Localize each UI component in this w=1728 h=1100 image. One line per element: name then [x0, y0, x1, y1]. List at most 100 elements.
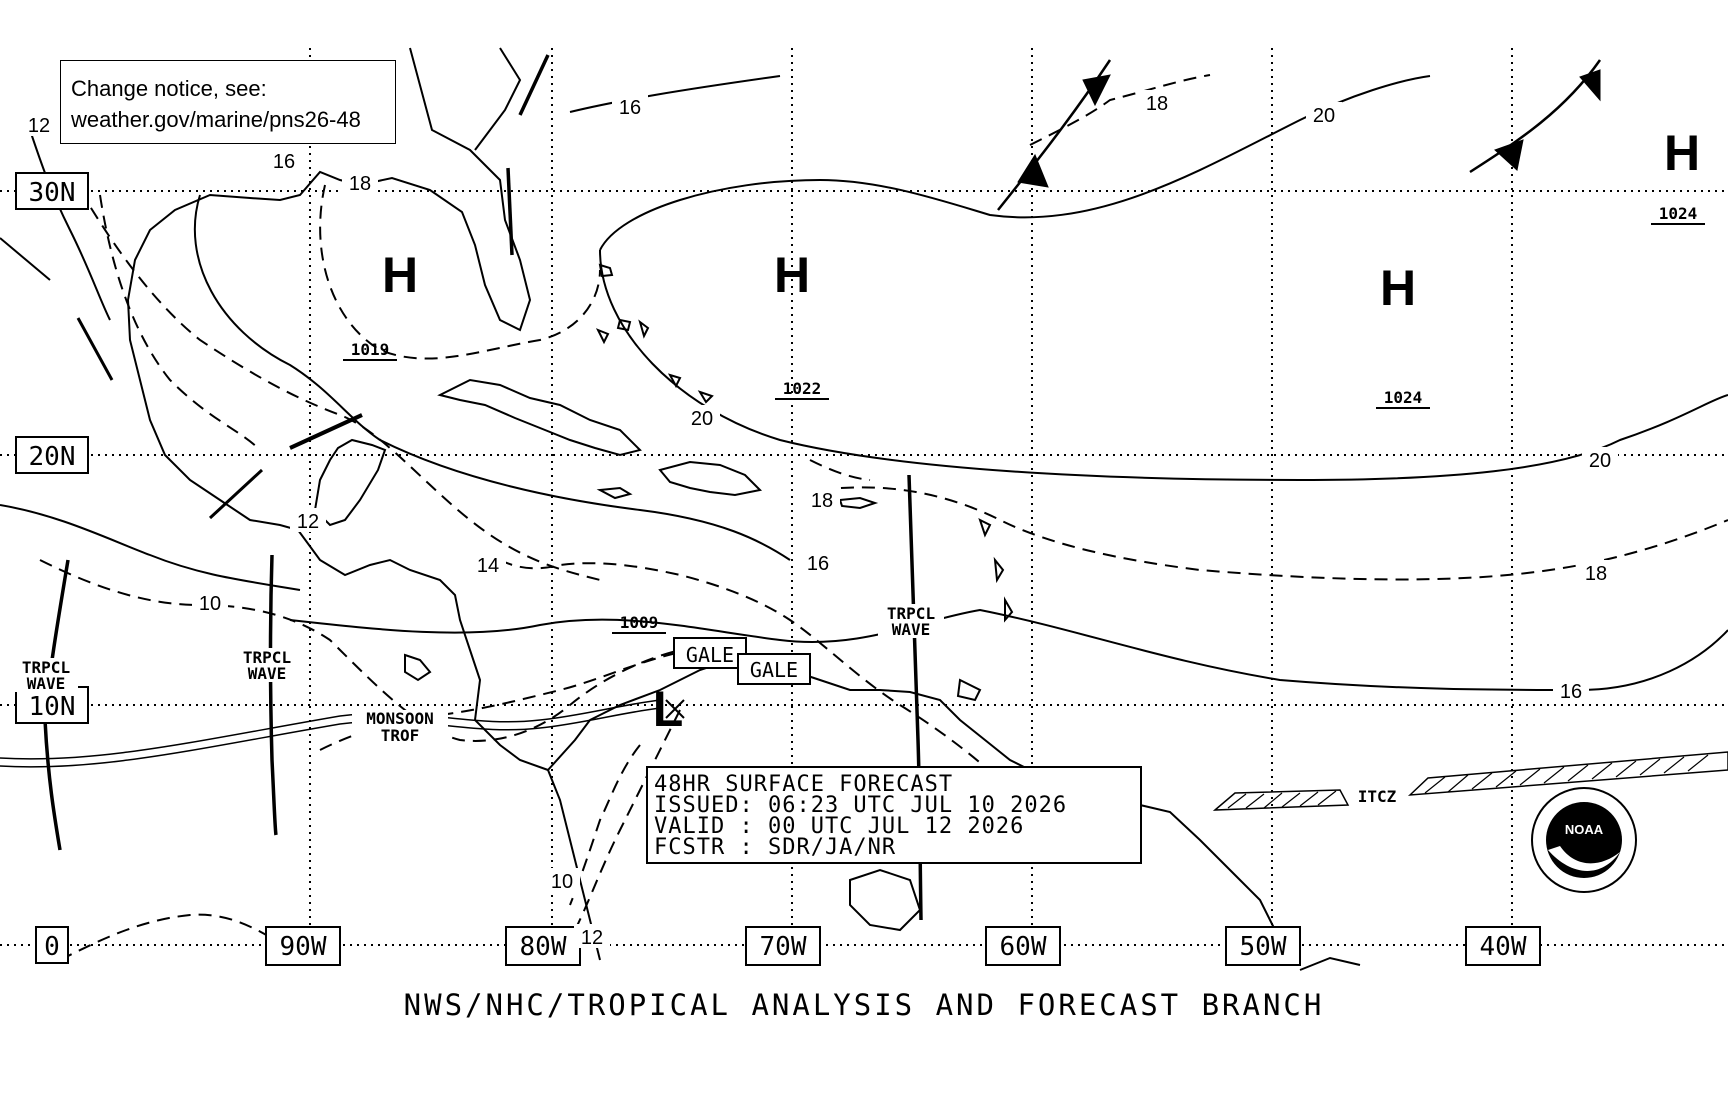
lat-label-text: 10N — [29, 692, 76, 722]
svg-text:12: 12 — [28, 115, 50, 137]
svg-text:18: 18 — [811, 490, 833, 512]
svg-text:18: 18 — [349, 173, 371, 195]
noaa-logo: NOAA — [1531, 787, 1637, 893]
gale-warnings: GALE GALE — [673, 637, 811, 685]
svg-text:16: 16 — [273, 151, 295, 173]
svg-text:TRPCL: TRPCL — [22, 658, 70, 677]
pressure-value: 1019 — [351, 340, 390, 359]
high-center-gulf: H 1019 — [343, 247, 418, 361]
pressure-value: 1009 — [620, 613, 659, 632]
svg-text:20: 20 — [1313, 105, 1335, 127]
latitude-labels: 30N 20N 10N 0 — [15, 172, 89, 964]
isobar-label: 12 — [22, 112, 56, 137]
svg-text:TRPCL: TRPCL — [887, 604, 935, 623]
lon-label-60w: 60W — [985, 926, 1061, 966]
svg-text:10: 10 — [551, 871, 573, 893]
svg-text:ITCZ: ITCZ — [1358, 787, 1397, 806]
lon-label-text: 40W — [1480, 932, 1527, 962]
isobar-label: 12 — [290, 508, 326, 533]
pressure-centers: H 1019 H 1022 H 1024 H 1024 L 1009 — [343, 125, 1705, 737]
isobar-label: 10 — [544, 868, 580, 893]
change-notice: Change notice, see: weather.gov/marine/p… — [60, 60, 396, 144]
isobar-label: 10 — [192, 590, 228, 615]
high-letter: H — [382, 247, 418, 303]
coastlines — [126, 47, 1361, 971]
isobar-label: 20 — [1306, 102, 1342, 127]
svg-text:14: 14 — [477, 555, 499, 577]
forecast-valid: VALID : 00 UTC JUL 12 2026 — [654, 814, 1025, 839]
svg-text:WAVE: WAVE — [892, 620, 931, 639]
longitude-labels: 90W 80W 70W 60W 50W 40W — [265, 926, 1541, 966]
svg-text:16: 16 — [1560, 681, 1582, 703]
tropical-wave-label-central: TRPCL WAVE — [234, 648, 300, 683]
lat-label-0: 0 — [35, 926, 69, 964]
svg-text:12: 12 — [581, 927, 603, 949]
gale-warning-box: GALE — [673, 637, 747, 669]
gale-warning-box: GALE — [737, 653, 811, 685]
high-center-atlantic-east: H 1024 — [1651, 125, 1705, 225]
isobar-labels: 12 16 18 16 18 20 20 20 18 18 16 16 14 1… — [22, 90, 1618, 949]
lon-label-text: 80W — [520, 932, 567, 962]
svg-text:12: 12 — [297, 511, 319, 533]
lat-label-text: 20N — [29, 442, 76, 472]
tropical-wave-label-west: TRPCL WAVE — [14, 658, 78, 693]
isobar-label: 20 — [1582, 447, 1618, 472]
lon-label-80w: 80W — [505, 926, 581, 966]
svg-text:WAVE: WAVE — [248, 664, 287, 683]
feature-labels: TRPCL WAVE TRPCL WAVE TRPCL WAVE MONSOON… — [14, 604, 1404, 806]
change-notice-line1: Change notice, see: — [71, 76, 267, 101]
forecast-title: 48HR SURFACE FORECAST — [654, 772, 954, 797]
svg-text:MONSOON: MONSOON — [366, 709, 433, 728]
svg-text:20: 20 — [1589, 450, 1611, 472]
isobar-label: 16 — [800, 550, 836, 575]
svg-text:18: 18 — [1146, 93, 1168, 115]
lon-label-50w: 50W — [1225, 926, 1301, 966]
high-center-atlantic-west: H 1022 — [774, 247, 829, 400]
tropical-wave-label-east: TRPCL WAVE — [878, 604, 944, 639]
high-letter: H — [774, 247, 810, 303]
svg-text:GALE: GALE — [750, 658, 798, 682]
lon-label-text: 60W — [1000, 932, 1047, 962]
isobar-label: 20 — [684, 405, 720, 430]
svg-text:16: 16 — [619, 97, 641, 119]
isobar-label: 18 — [342, 170, 378, 195]
svg-text:10: 10 — [199, 593, 221, 615]
isobar-label: 18 — [1578, 560, 1614, 585]
isobar-label: 18 — [1139, 90, 1175, 115]
lon-label-90w: 90W — [265, 926, 341, 966]
isobar-label: 16 — [266, 148, 302, 173]
pressure-value: 1024 — [1659, 204, 1698, 223]
lon-label-40w: 40W — [1465, 926, 1541, 966]
svg-text:20: 20 — [691, 408, 713, 430]
isobar-label: 16 — [1553, 678, 1589, 703]
isobar-label: 18 — [804, 487, 840, 512]
pressure-value: 1022 — [783, 379, 822, 398]
svg-text:TRPCL: TRPCL — [243, 648, 291, 667]
svg-text:18: 18 — [1585, 563, 1607, 585]
lat-label-text: 0 — [44, 932, 60, 962]
low-center-caribbean: L 1009 — [612, 613, 683, 737]
svg-text:16: 16 — [807, 553, 829, 575]
isobar-label: 14 — [470, 552, 506, 577]
monsoon-trough-label: MONSOON TROF — [352, 709, 448, 745]
lon-label-text: 90W — [280, 932, 327, 962]
high-letter: H — [1380, 260, 1416, 316]
lon-label-text: 70W — [760, 932, 807, 962]
forecast-forecaster: FCSTR : SDR/JA/NR — [654, 835, 897, 860]
lat-label-text: 30N — [29, 178, 76, 208]
svg-text:L: L — [653, 681, 684, 737]
isobar-label: 12 — [574, 924, 610, 949]
svg-text:TROF: TROF — [381, 726, 420, 745]
change-notice-link[interactable]: weather.gov/marine/pns26-48 — [71, 107, 361, 132]
lon-label-text: 50W — [1240, 932, 1287, 962]
high-center-atlantic-central: H 1024 — [1376, 260, 1430, 409]
lat-label-30n: 30N — [15, 172, 89, 210]
footer-branch-title: NWS/NHC/TROPICAL ANALYSIS AND FORECAST B… — [403, 988, 1325, 1022]
high-letter: H — [1664, 125, 1700, 181]
itcz-label: ITCZ — [1350, 786, 1404, 806]
lat-label-20n: 20N — [15, 436, 89, 474]
isobar-label: 16 — [612, 94, 648, 119]
lon-label-70w: 70W — [745, 926, 821, 966]
